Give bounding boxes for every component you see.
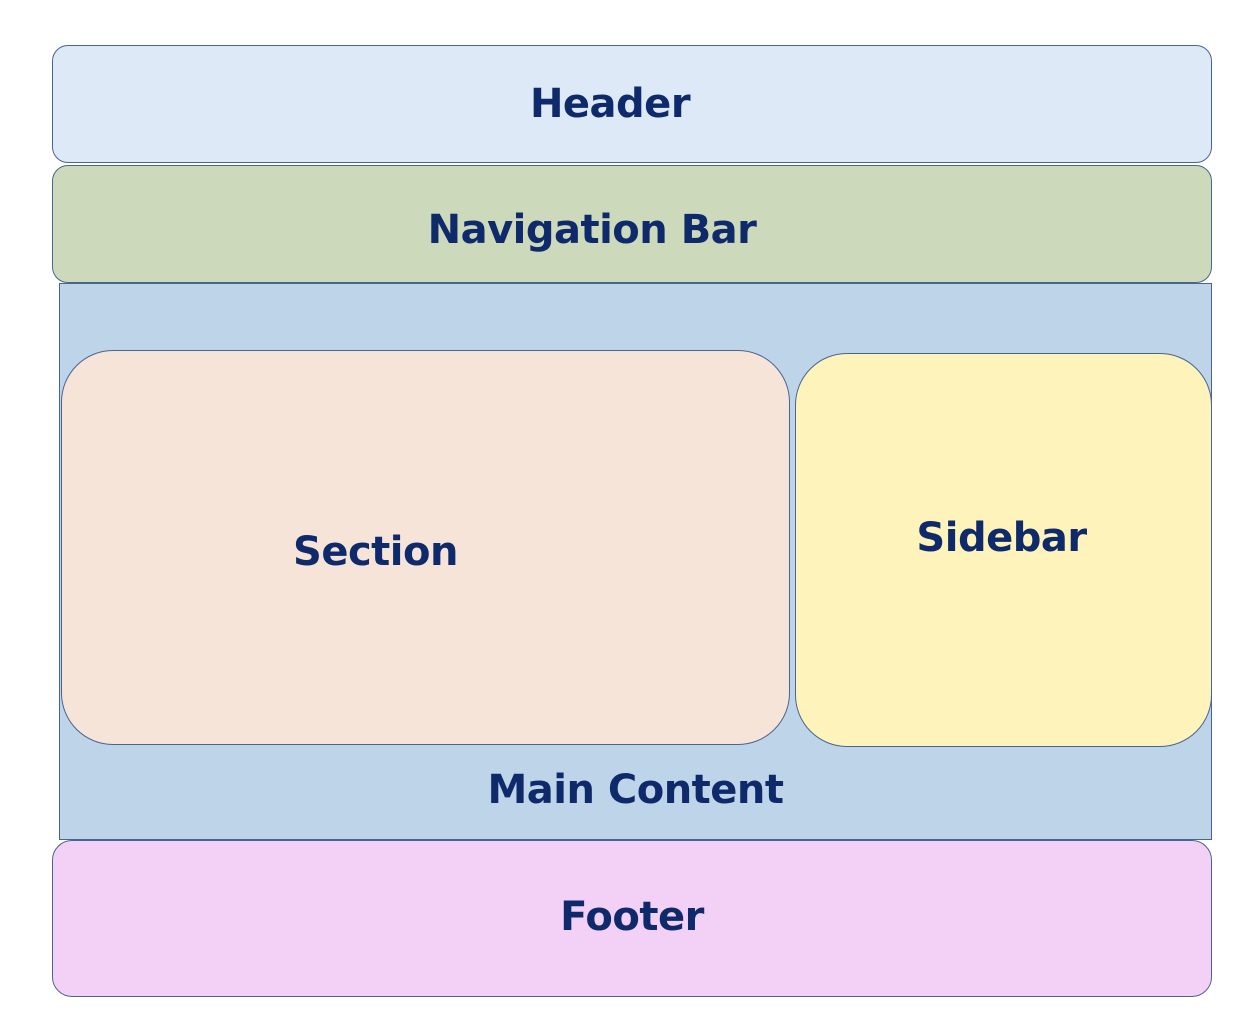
header-label: Header (529, 81, 691, 127)
main-content-label: Main Content (487, 767, 784, 813)
navigation-bar-label: Navigation Bar (427, 207, 757, 253)
footer-label: Footer (560, 893, 704, 940)
footer-block: Footer (52, 840, 1212, 997)
sidebar-label: Sidebar (916, 515, 1087, 561)
section-block: Section (61, 350, 790, 745)
navigation-bar-block: Navigation Bar (52, 165, 1212, 283)
section-label: Section (293, 528, 458, 575)
header-block: Header (52, 45, 1212, 163)
sidebar-block: Sidebar (795, 353, 1212, 747)
